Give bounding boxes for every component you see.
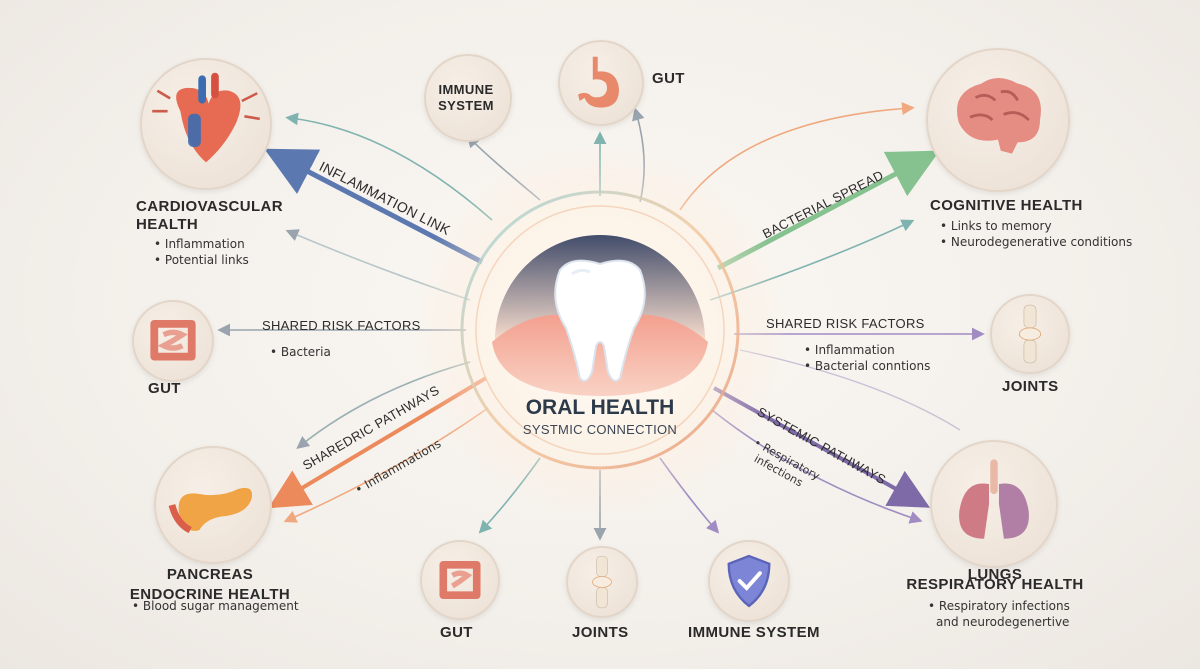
joints-bottom-node (566, 546, 638, 618)
stomach-icon (578, 56, 620, 108)
gut-bottom-title: GUT (440, 624, 473, 641)
gut-left-node (132, 300, 214, 382)
lungs-title: LUNGS (967, 566, 1023, 583)
cardiovascular-node (140, 58, 272, 190)
immune-system-top-node (424, 54, 512, 142)
immune-top-title-2: SYSTEM (438, 98, 494, 113)
shared-risk-left-bullets: Bacteria (270, 344, 331, 360)
immune-bottom-node (708, 540, 790, 622)
cardiovascular-bullets: Inflammation Potential links (154, 236, 249, 268)
lungs-icon (959, 459, 1029, 539)
cognitive-title: COGNITIVE HEALTH (930, 197, 1083, 214)
lungs-title-2: RESPIRATORY HEALTH (906, 576, 1084, 593)
joints-bottom-title: JOINTS (572, 624, 629, 641)
gut-bottom-node (420, 540, 500, 620)
center-subtitle: SYSTMIC CONNECTION (522, 422, 678, 437)
gut-top-title: GUT (652, 70, 685, 87)
pancreas-node (154, 446, 272, 564)
cardiovascular-title: CARDIOVASCULAR (136, 198, 283, 215)
heart-icon (152, 72, 260, 163)
intestine-icon (150, 319, 196, 361)
immune-top-title: IMMUNE (438, 82, 494, 97)
intestine-icon (439, 561, 481, 599)
joints-right-title: JOINTS (1002, 378, 1059, 395)
shared-risk-right-bullets: Inflammation Bacterial conntions (804, 342, 930, 374)
joints-right-node (990, 294, 1070, 374)
cardiovascular-title-2: HEALTH (136, 216, 199, 233)
lungs-bullets: Respiratory infections and neurodegenert… (928, 598, 1070, 630)
center-title: ORAL HEALTH (525, 396, 675, 419)
cognitive-bullets: Links to memory Neurodegenerative condit… (940, 218, 1132, 250)
knee-joint-icon (1018, 304, 1042, 364)
lungs-node (930, 440, 1058, 568)
shared-risk-right-label: SHARED RISK FACTORS (766, 316, 925, 331)
cognitive-node (926, 48, 1070, 192)
brain-icon (957, 78, 1041, 154)
immune-bottom-title: IMMUNE SYSTEM (688, 624, 820, 641)
gut-top-node (558, 40, 644, 126)
gut-left-title: GUT (148, 380, 181, 397)
shared-risk-left-label: SHARED RISK FACTORS (262, 318, 421, 333)
pancreas-title: PANCREAS (166, 566, 254, 583)
shield-check-icon (727, 554, 771, 608)
tooth-icon (492, 235, 708, 396)
knee-joint-icon (592, 555, 612, 609)
pancreas-icon (168, 487, 253, 534)
pancreas-bullets: Blood sugar management (132, 598, 299, 614)
